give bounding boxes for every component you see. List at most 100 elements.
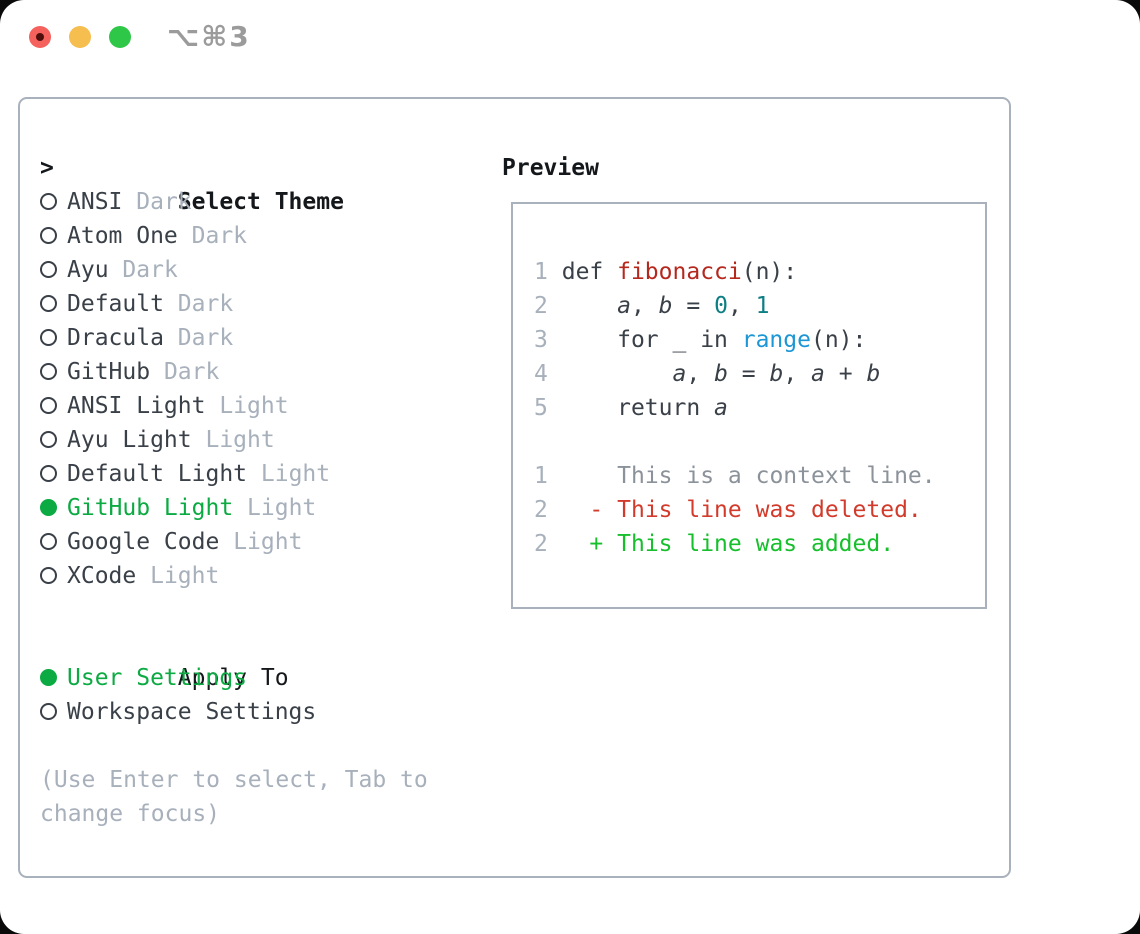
radio-icon — [40, 567, 57, 584]
radio-icon — [40, 465, 57, 482]
theme-option-github-light[interactable]: GitHub Light Light — [40, 491, 485, 525]
select-theme-title: Select Theme — [177, 189, 344, 215]
code-token: 0 — [714, 293, 728, 319]
theme-option-atom-one[interactable]: Atom One Dark — [40, 219, 485, 253]
theme-name: Ayu Light — [67, 427, 192, 453]
theme-name: Default Light — [67, 461, 248, 487]
code-token: (n): — [810, 327, 867, 353]
theme-variant-tag: Light — [247, 495, 317, 521]
line-number: 1 — [534, 463, 548, 489]
diff-line-context: 1 This is a context line. — [534, 459, 985, 493]
code-token: = — [672, 293, 715, 319]
preview-title: Preview — [502, 155, 599, 181]
code-token: range — [741, 327, 811, 353]
code-token: a — [672, 361, 687, 387]
keyboard-hint: (Use Enter to select, Tab to change focu… — [40, 767, 428, 827]
theme-name: Default — [67, 291, 164, 317]
theme-variant-tag: Dark — [191, 223, 248, 249]
code-token: b — [714, 361, 728, 387]
theme-name: GitHub Light — [67, 495, 234, 521]
apply-option-user-settings[interactable]: User Settings — [40, 661, 485, 695]
theme-option-ansi-light[interactable]: ANSI Light Light — [40, 389, 485, 423]
theme-option-github[interactable]: GitHub Dark — [40, 355, 485, 389]
close-button[interactable] — [29, 26, 51, 48]
radio-icon — [40, 397, 57, 414]
radio-icon — [40, 227, 57, 244]
code-line: 5 return a — [534, 391, 985, 425]
radio-icon — [40, 703, 57, 720]
code-line: 1 def fibonacci(n): — [534, 255, 985, 289]
line-number: 2 — [534, 531, 548, 557]
diff-text: This line was deleted. — [617, 497, 922, 523]
diff-line-added: 2 + This line was added. — [534, 527, 985, 561]
apply-to-header: Apply To — [40, 627, 485, 691]
code-token — [562, 361, 673, 387]
apply-option-label: Workspace Settings — [67, 699, 317, 725]
prompt-icon: > — [40, 155, 54, 181]
theme-name: GitHub — [67, 359, 151, 385]
code-token: , — [783, 361, 812, 387]
code-token: = — [727, 361, 770, 387]
theme-option-dracula[interactable]: Dracula Dark — [40, 321, 485, 355]
theme-name: Atom One — [67, 223, 178, 249]
radio-icon — [40, 261, 57, 278]
code-token: 1 — [755, 293, 770, 319]
theme-option-ansi[interactable]: ANSI Dark — [40, 185, 485, 219]
code-token — [562, 293, 617, 319]
code-token: b — [658, 293, 673, 319]
code-token: return — [561, 395, 715, 421]
theme-name: XCode — [67, 563, 137, 589]
line-number: 3 — [534, 327, 548, 353]
close-dot-icon — [36, 33, 44, 41]
radio-icon — [40, 431, 57, 448]
code-token: b — [769, 361, 784, 387]
line-number: 2 — [534, 293, 548, 319]
code-line — [534, 425, 985, 459]
line-number: 5 — [534, 395, 548, 421]
code-token: a — [811, 361, 825, 387]
theme-option-google-code[interactable]: Google Code Light — [40, 525, 485, 559]
diff-marker: + — [589, 531, 604, 557]
select-theme-header: > Select Theme — [40, 151, 485, 215]
theme-option-default-light[interactable]: Default Light Light — [40, 457, 485, 491]
window-shortcut-label: ⌥⌘3 — [167, 20, 251, 53]
line-number: 2 — [534, 497, 548, 523]
code-token: a — [617, 293, 631, 319]
theme-variant-tag: Light — [205, 427, 275, 453]
code-token: fibonacci — [617, 259, 742, 285]
theme-option-ayu[interactable]: Ayu Dark — [40, 253, 485, 287]
preview-diff: 1 This is a context line.2 - This line w… — [534, 459, 985, 561]
zoom-button[interactable] — [109, 26, 131, 48]
apply-option-workspace-settings[interactable]: Workspace Settings — [40, 695, 485, 729]
theme-variant-tag: Dark — [177, 291, 234, 317]
theme-option-default[interactable]: Default Dark — [40, 287, 485, 321]
code-token: (n): — [741, 259, 798, 285]
code-token: a — [714, 395, 728, 421]
code-token: b — [866, 361, 881, 387]
theme-name: Google Code — [67, 529, 220, 555]
preview-code: 1 def fibonacci(n): 2 a, b = 0, 1 3 for _ … — [534, 255, 985, 459]
diff-line-deleted: 2 - This line was deleted. — [534, 493, 985, 527]
radio-icon — [40, 329, 57, 346]
spacer — [40, 729, 485, 763]
code-token: , — [686, 361, 715, 387]
radio-icon — [40, 363, 57, 380]
theme-option-xcode[interactable]: XCode Light — [40, 559, 485, 593]
apply-option-label: User Settings — [67, 665, 248, 691]
radio-icon — [40, 533, 57, 550]
code-token: def — [561, 259, 618, 285]
theme-option-ayu-light[interactable]: Ayu Light Light — [40, 423, 485, 457]
diff-text: This is a context line. — [617, 463, 936, 489]
theme-variant-tag: Light — [233, 529, 303, 555]
code-token: , — [727, 293, 756, 319]
code-token: for _ in — [561, 327, 742, 353]
radio-icon — [40, 295, 57, 312]
theme-name: ANSI Light — [67, 393, 206, 419]
minimize-button[interactable] — [69, 26, 91, 48]
